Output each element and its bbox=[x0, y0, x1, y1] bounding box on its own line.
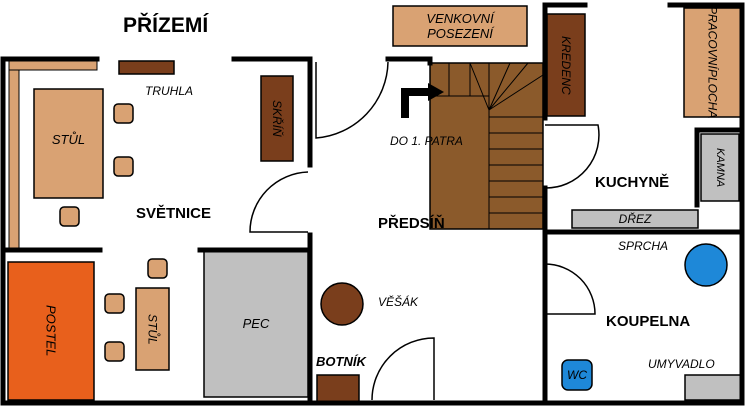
worktop-label: PRACOVNÍ PLOCHA bbox=[684, 6, 741, 119]
chair-6 bbox=[104, 341, 125, 362]
cupboard bbox=[546, 13, 586, 117]
chest-label: TRUHLA bbox=[145, 84, 194, 98]
room-label-predsin: PŘEDSÍŇ bbox=[378, 215, 445, 232]
chair-4 bbox=[147, 258, 168, 279]
wardrobe bbox=[260, 75, 294, 162]
outdoor-seating-line-2: POSEZENÍ bbox=[427, 26, 493, 41]
table-2-label: STŮL bbox=[145, 313, 160, 345]
bed-label: POSTEL bbox=[43, 305, 59, 357]
furniture-shapes bbox=[7, 5, 742, 403]
stove-kamna bbox=[700, 133, 740, 202]
chest bbox=[118, 60, 175, 75]
sink-label: DŘEZ bbox=[618, 212, 652, 226]
bed bbox=[7, 261, 95, 401]
worktop-line-2: PLOCHA bbox=[705, 69, 720, 119]
worktop-line-1: PRACOVNÍ bbox=[705, 6, 720, 70]
table-1-label: STŮL bbox=[51, 131, 86, 147]
table-2 bbox=[135, 287, 170, 371]
stairs-label: DO 1. PATRA bbox=[390, 134, 463, 148]
worktop bbox=[683, 7, 742, 118]
toilet bbox=[561, 359, 593, 391]
chair-2 bbox=[113, 156, 134, 177]
coat-rack-label: VĚŠÁK bbox=[378, 295, 419, 309]
doors bbox=[249, 61, 600, 401]
washbasin-label: UMYVADLO bbox=[648, 357, 715, 371]
stove-pec-label: PEC bbox=[242, 316, 270, 331]
outdoor-seating bbox=[392, 5, 528, 47]
chair-3 bbox=[59, 206, 80, 227]
sink bbox=[571, 209, 699, 229]
outdoor-seating-label: VENKOVNÍ POSEZENÍ bbox=[393, 6, 527, 46]
shoe-cabinet bbox=[316, 374, 360, 403]
shower bbox=[684, 243, 728, 287]
chair-1 bbox=[113, 103, 134, 124]
wardrobe-label: SKŘÍŇ bbox=[270, 100, 284, 137]
washbasin bbox=[684, 374, 742, 401]
table-1 bbox=[33, 88, 104, 199]
room-label-svetnice: SVĚTNICE bbox=[136, 205, 212, 222]
room-label-kuchyne: KUCHYNĚ bbox=[595, 174, 670, 191]
coat-rack bbox=[320, 282, 364, 326]
toilet-label: WC bbox=[567, 368, 587, 382]
shoe-cabinet-label: BOTNÍK bbox=[316, 354, 366, 369]
room-label-koupelna: KOUPELNA bbox=[606, 313, 691, 330]
cupboard-label: KREDENC bbox=[559, 35, 573, 95]
wall-trim-left bbox=[8, 59, 20, 251]
stove-kamna-label: KAMNA bbox=[714, 147, 726, 188]
chair-5 bbox=[104, 293, 125, 314]
shower-label: SPRCHA bbox=[618, 239, 669, 253]
floor-title: PŘÍZEMÍ bbox=[123, 14, 209, 37]
stair-arrow bbox=[401, 88, 432, 118]
outdoor-seating-line-1: VENKOVNÍ bbox=[426, 11, 494, 26]
